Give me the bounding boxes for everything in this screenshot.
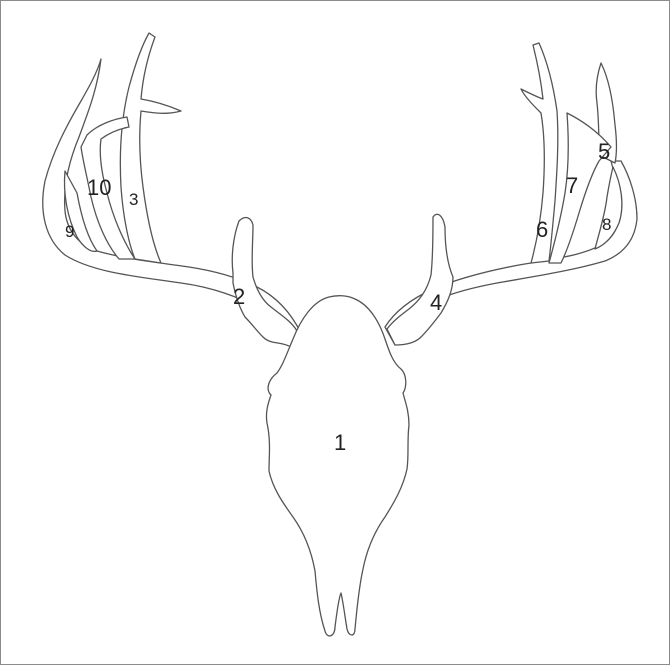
region-label-9: 9 bbox=[65, 222, 74, 241]
region-label-7: 7 bbox=[566, 173, 578, 198]
region-label-4: 4 bbox=[430, 290, 442, 315]
right-brow-tine bbox=[387, 214, 453, 345]
region-label-3: 3 bbox=[129, 190, 138, 209]
region-label-5: 5 bbox=[598, 139, 610, 164]
region-label-1: 1 bbox=[334, 430, 346, 455]
region-label-6: 6 bbox=[536, 217, 548, 242]
skull bbox=[266, 296, 409, 636]
left-tine-3 bbox=[120, 33, 181, 263]
left-brow-tine bbox=[232, 218, 297, 347]
region-label-8: 8 bbox=[602, 215, 611, 234]
region-label-2: 2 bbox=[233, 284, 245, 309]
region-label-10: 10 bbox=[87, 175, 111, 200]
